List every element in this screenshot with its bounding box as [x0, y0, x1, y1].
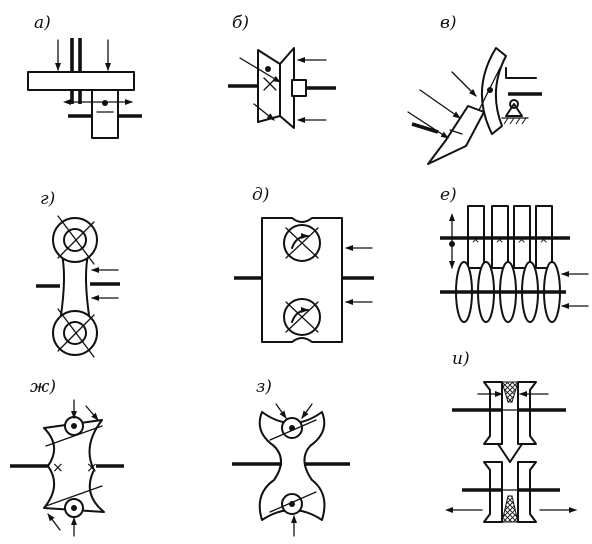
panel-e: е) × × × × [440, 185, 589, 323]
wheels-z [269, 403, 317, 537]
svg-text:×: × [52, 460, 64, 476]
wheel-top-g [52, 215, 98, 265]
wheel-bottom-d [283, 298, 321, 336]
top-unit-i [452, 381, 566, 463]
svg-text:×: × [539, 233, 548, 246]
support-v [501, 99, 529, 125]
panel-label-e: е) [440, 185, 457, 205]
panel-label-v: в) [440, 13, 457, 33]
wheel-bottom-g [52, 308, 98, 358]
workpieces-e [440, 261, 589, 323]
panel-label-d: д) [252, 185, 269, 205]
workpiece-a [68, 89, 142, 139]
svg-text:×: × [86, 460, 98, 476]
panel-g: г) [36, 189, 120, 358]
feed-arrows-d [345, 245, 373, 305]
cup-wheel-b [228, 49, 281, 123]
svg-text:×: × [471, 233, 480, 246]
panel-d: д) [234, 185, 374, 343]
feed-arrows-a [55, 39, 133, 105]
bottom-unit-i [445, 461, 577, 523]
panel-zh: ж) × × [10, 377, 124, 537]
panel-b: б) [228, 13, 336, 129]
workpiece-b [279, 47, 336, 129]
panel-label-g: г) [40, 189, 55, 209]
panel-label-z: з) [256, 377, 272, 397]
panel-label-i: и) [452, 349, 470, 369]
panel-label-b: б) [232, 13, 249, 33]
panel-a: а) [27, 13, 142, 139]
workpiece-v [407, 71, 485, 165]
wheels-zh [47, 399, 99, 537]
disc-wheel-v [475, 47, 542, 135]
svg-text:×: × [495, 233, 504, 246]
feed-arrows-g [90, 267, 120, 301]
carrier-d [234, 217, 374, 343]
workpiece-z [232, 411, 350, 521]
panel-i: и) [445, 349, 577, 523]
panel-label-a: а) [34, 13, 51, 33]
wheel-top-d [283, 224, 321, 262]
panel-label-zh: ж) [30, 377, 56, 397]
workpiece-zh: × × [10, 419, 124, 513]
svg-text:×: × [517, 233, 526, 246]
grinding-wheel-a [27, 38, 135, 104]
panel-z: з) [232, 377, 350, 537]
feed-arrows-b [253, 57, 327, 123]
panel-v: в) [407, 13, 542, 165]
wheels-e: × × × × [440, 205, 570, 269]
